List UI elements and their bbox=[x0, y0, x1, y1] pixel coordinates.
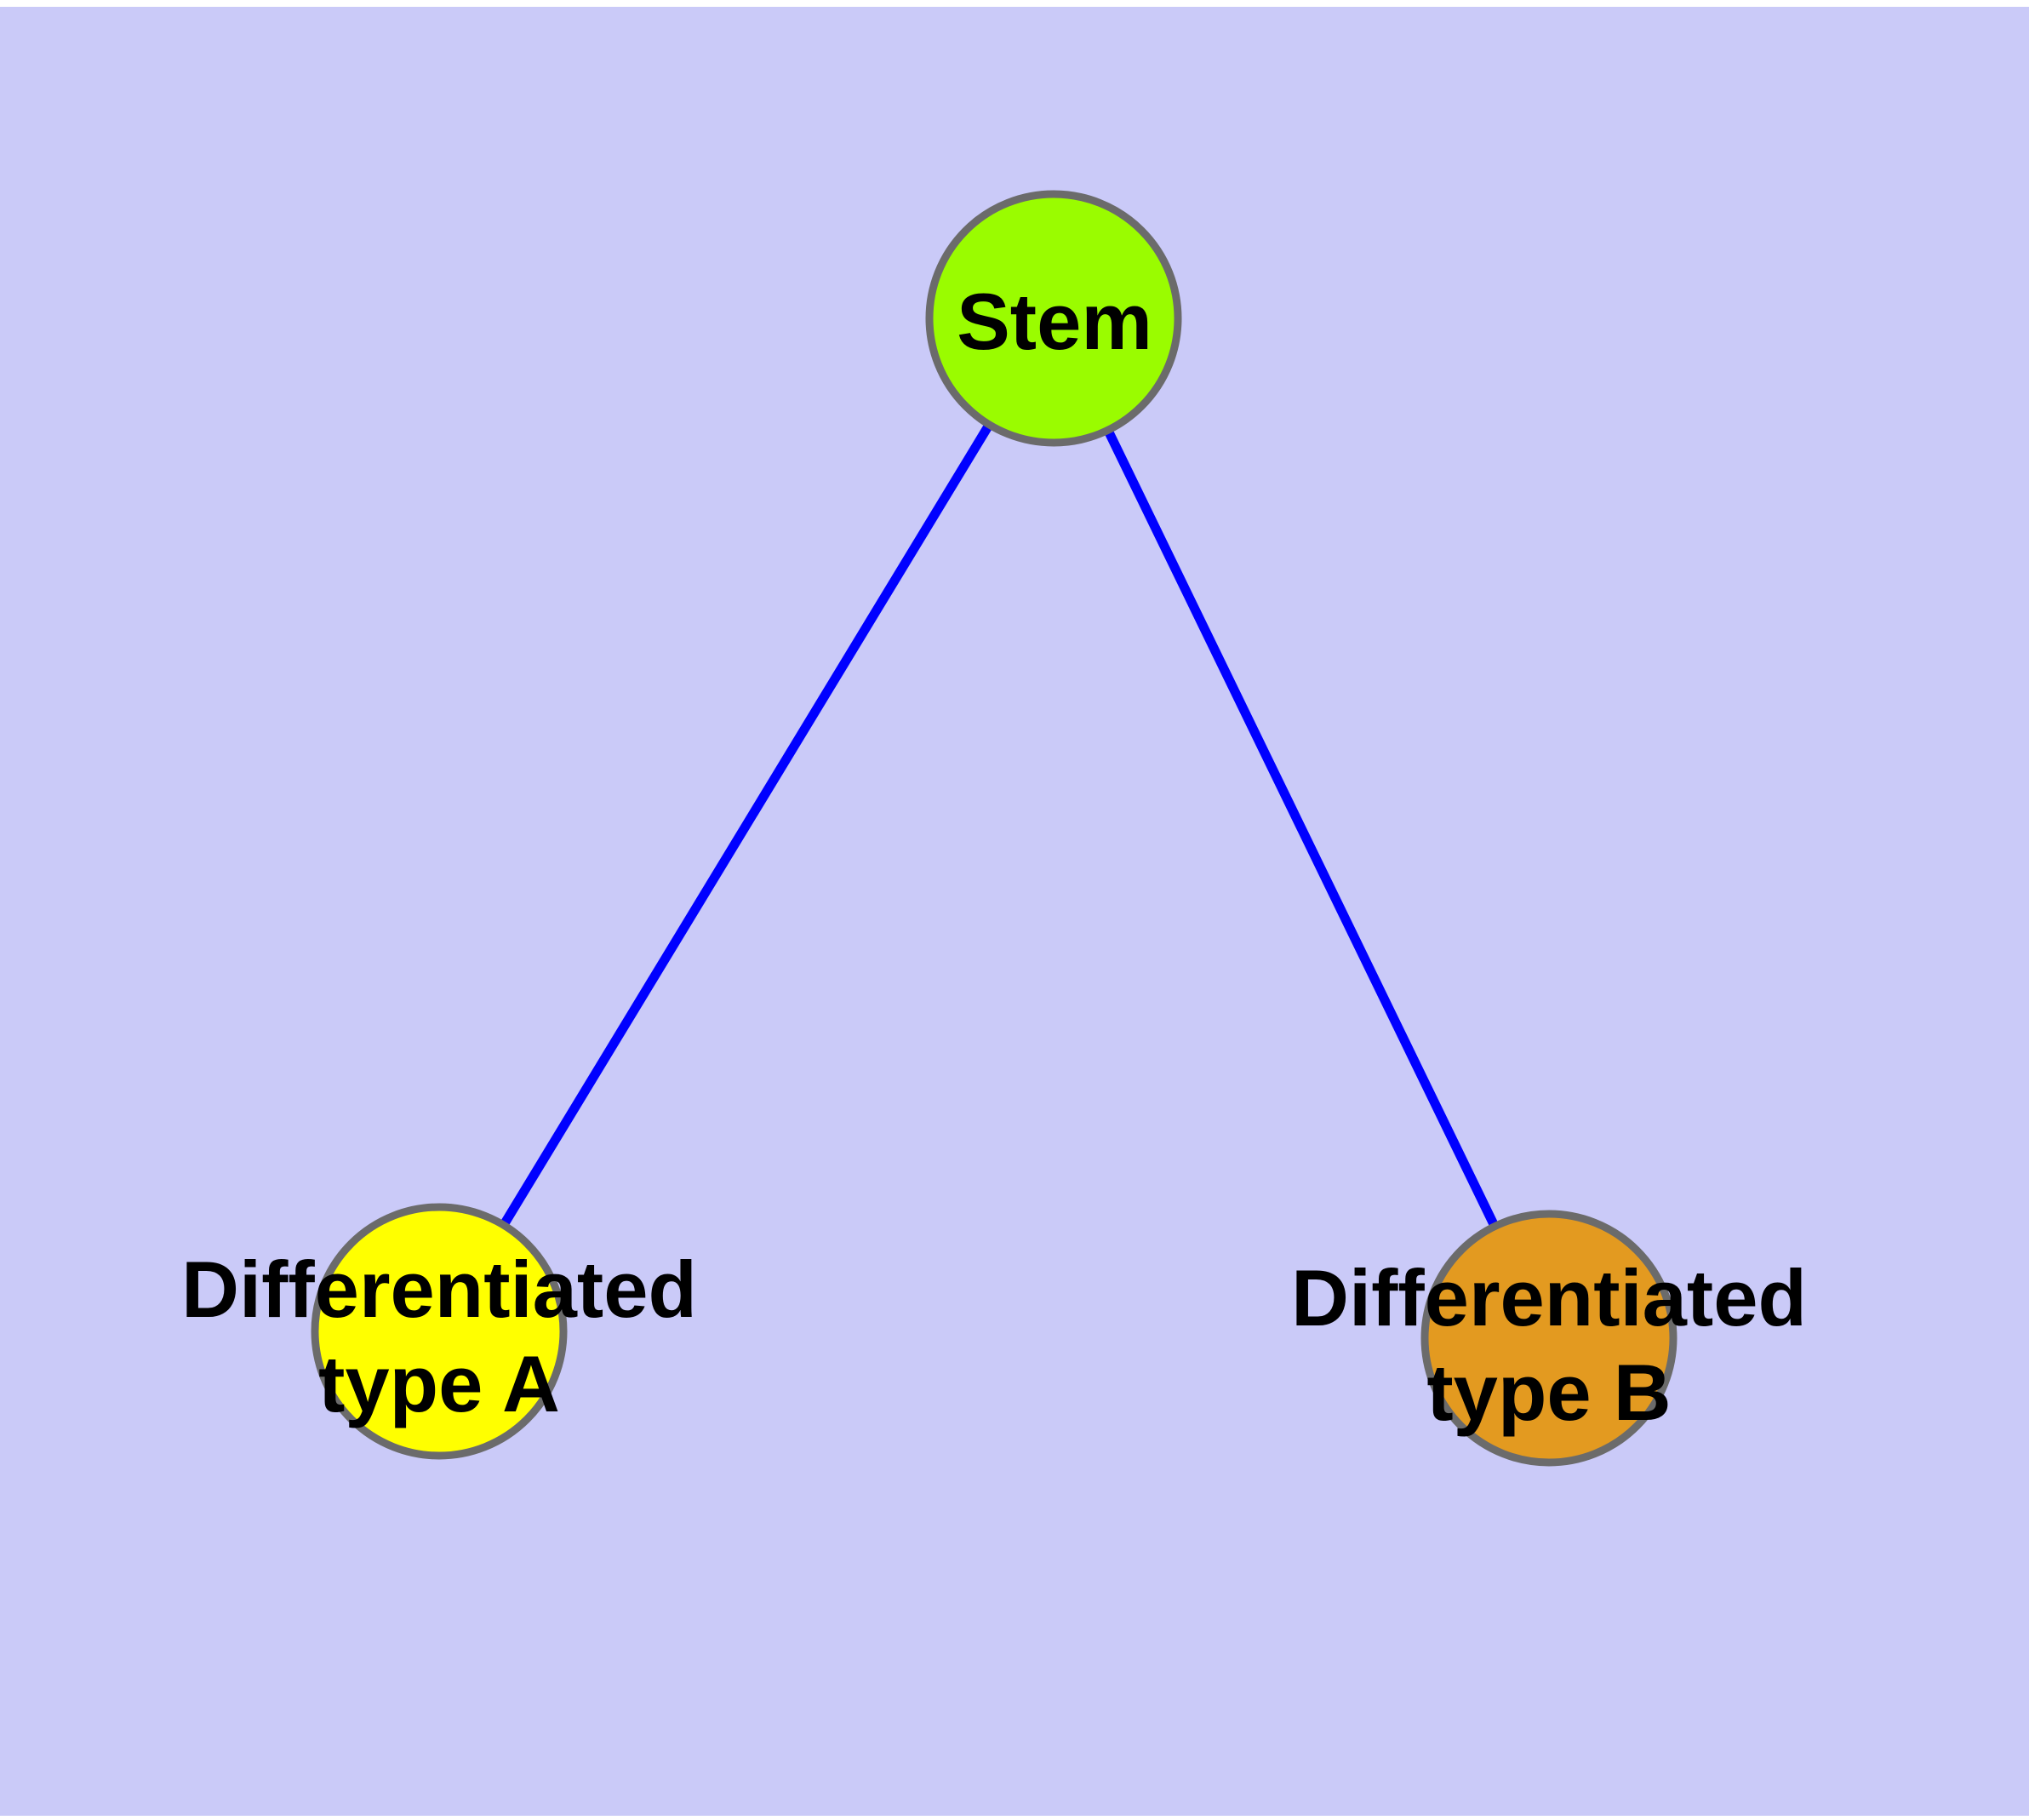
node-type-a-label-line1: Differentiated bbox=[181, 1245, 697, 1334]
labels-layer: Stem Differentiated type A Differentiate… bbox=[181, 277, 1807, 1437]
nodes-layer bbox=[311, 190, 1677, 1467]
node-type-a-label-line2: type A bbox=[318, 1339, 560, 1428]
edge-stem-to-type-a bbox=[435, 316, 1058, 1334]
node-stem-label: Stem bbox=[957, 277, 1152, 366]
node-stem bbox=[925, 190, 1182, 447]
node-type-b-label-line2: type B bbox=[1426, 1348, 1671, 1437]
node-type-b-label-line1: Differentiated bbox=[1291, 1253, 1807, 1342]
edges-layer bbox=[435, 316, 1553, 1341]
node-differentiated-type-b bbox=[1420, 1210, 1677, 1467]
node-differentiated-type-a bbox=[311, 1203, 568, 1460]
edge-stem-to-type-b bbox=[1049, 316, 1553, 1341]
